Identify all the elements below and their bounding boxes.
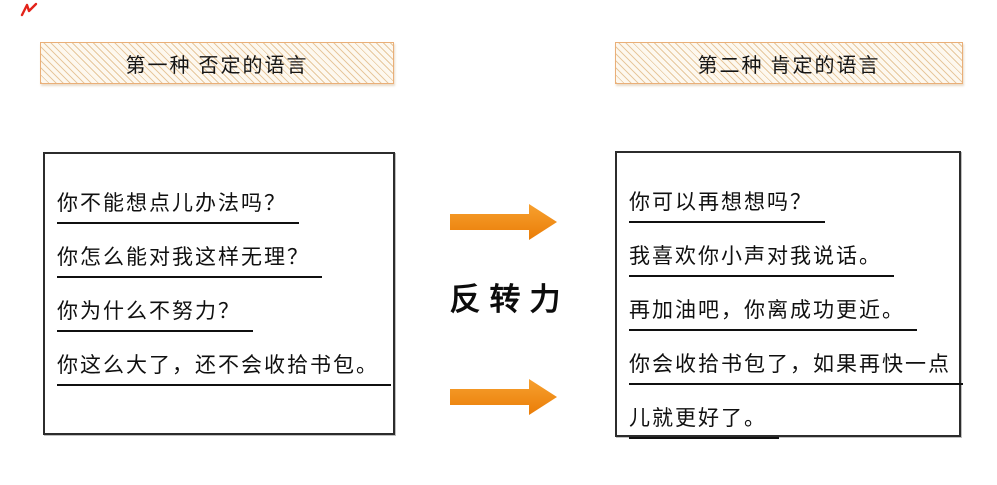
negative-line-text: 你不能想点儿办法吗？ xyxy=(57,187,299,224)
positive-line: 我喜欢你小声对我说话。 xyxy=(629,223,947,277)
negative-line: 你为什么不努力？ xyxy=(57,278,381,332)
positive-line-text: 你会收拾书包了，如果再快一点 xyxy=(629,348,963,385)
positive-examples-box: 你可以再想想吗？ 我喜欢你小声对我说话。 再加油吧，你离成功更近。 你会收拾书包… xyxy=(615,151,963,439)
negative-line-text: 你为什么不努力？ xyxy=(57,295,253,332)
negative-line: 你这么大了，还不会收拾书包。 xyxy=(57,332,391,386)
header-positive-language: 第二种 肯定的语言 xyxy=(615,42,963,84)
red-spark-icon xyxy=(20,2,38,17)
positive-line-text: 你可以再想想吗？ xyxy=(629,186,825,223)
negative-line: 你怎么能对我这样无理？ xyxy=(57,224,381,278)
positive-line: 你可以再想想吗？ xyxy=(629,169,947,223)
positive-line: 你会收拾书包了，如果再快一点 xyxy=(629,331,963,385)
reversal-force-label: 反转力 xyxy=(449,282,570,317)
negative-examples-box: 你不能想点儿办法吗？ 你怎么能对我这样无理？ 你为什么不努力？ 你这么大了，还不… xyxy=(43,152,395,435)
positive-line: 儿就更好了。 xyxy=(629,385,947,439)
positive-line-text: 儿就更好了。 xyxy=(629,402,779,439)
positive-line: 再加油吧，你离成功更近。 xyxy=(629,277,947,331)
header-positive-label: 第二种 肯定的语言 xyxy=(697,54,881,77)
negative-line: 你不能想点儿办法吗？ xyxy=(57,170,381,224)
header-negative-label: 第一种 否定的语言 xyxy=(125,54,309,77)
positive-line-text: 再加油吧，你离成功更近。 xyxy=(629,294,917,331)
right-arrow-icon xyxy=(450,379,557,415)
header-negative-language: 第一种 否定的语言 xyxy=(40,42,394,84)
negative-line-text: 你怎么能对我这样无理？ xyxy=(57,241,322,278)
positive-line-text: 我喜欢你小声对我说话。 xyxy=(629,240,894,277)
negative-line-text: 你这么大了，还不会收拾书包。 xyxy=(57,349,391,386)
right-arrow-icon xyxy=(450,204,557,240)
